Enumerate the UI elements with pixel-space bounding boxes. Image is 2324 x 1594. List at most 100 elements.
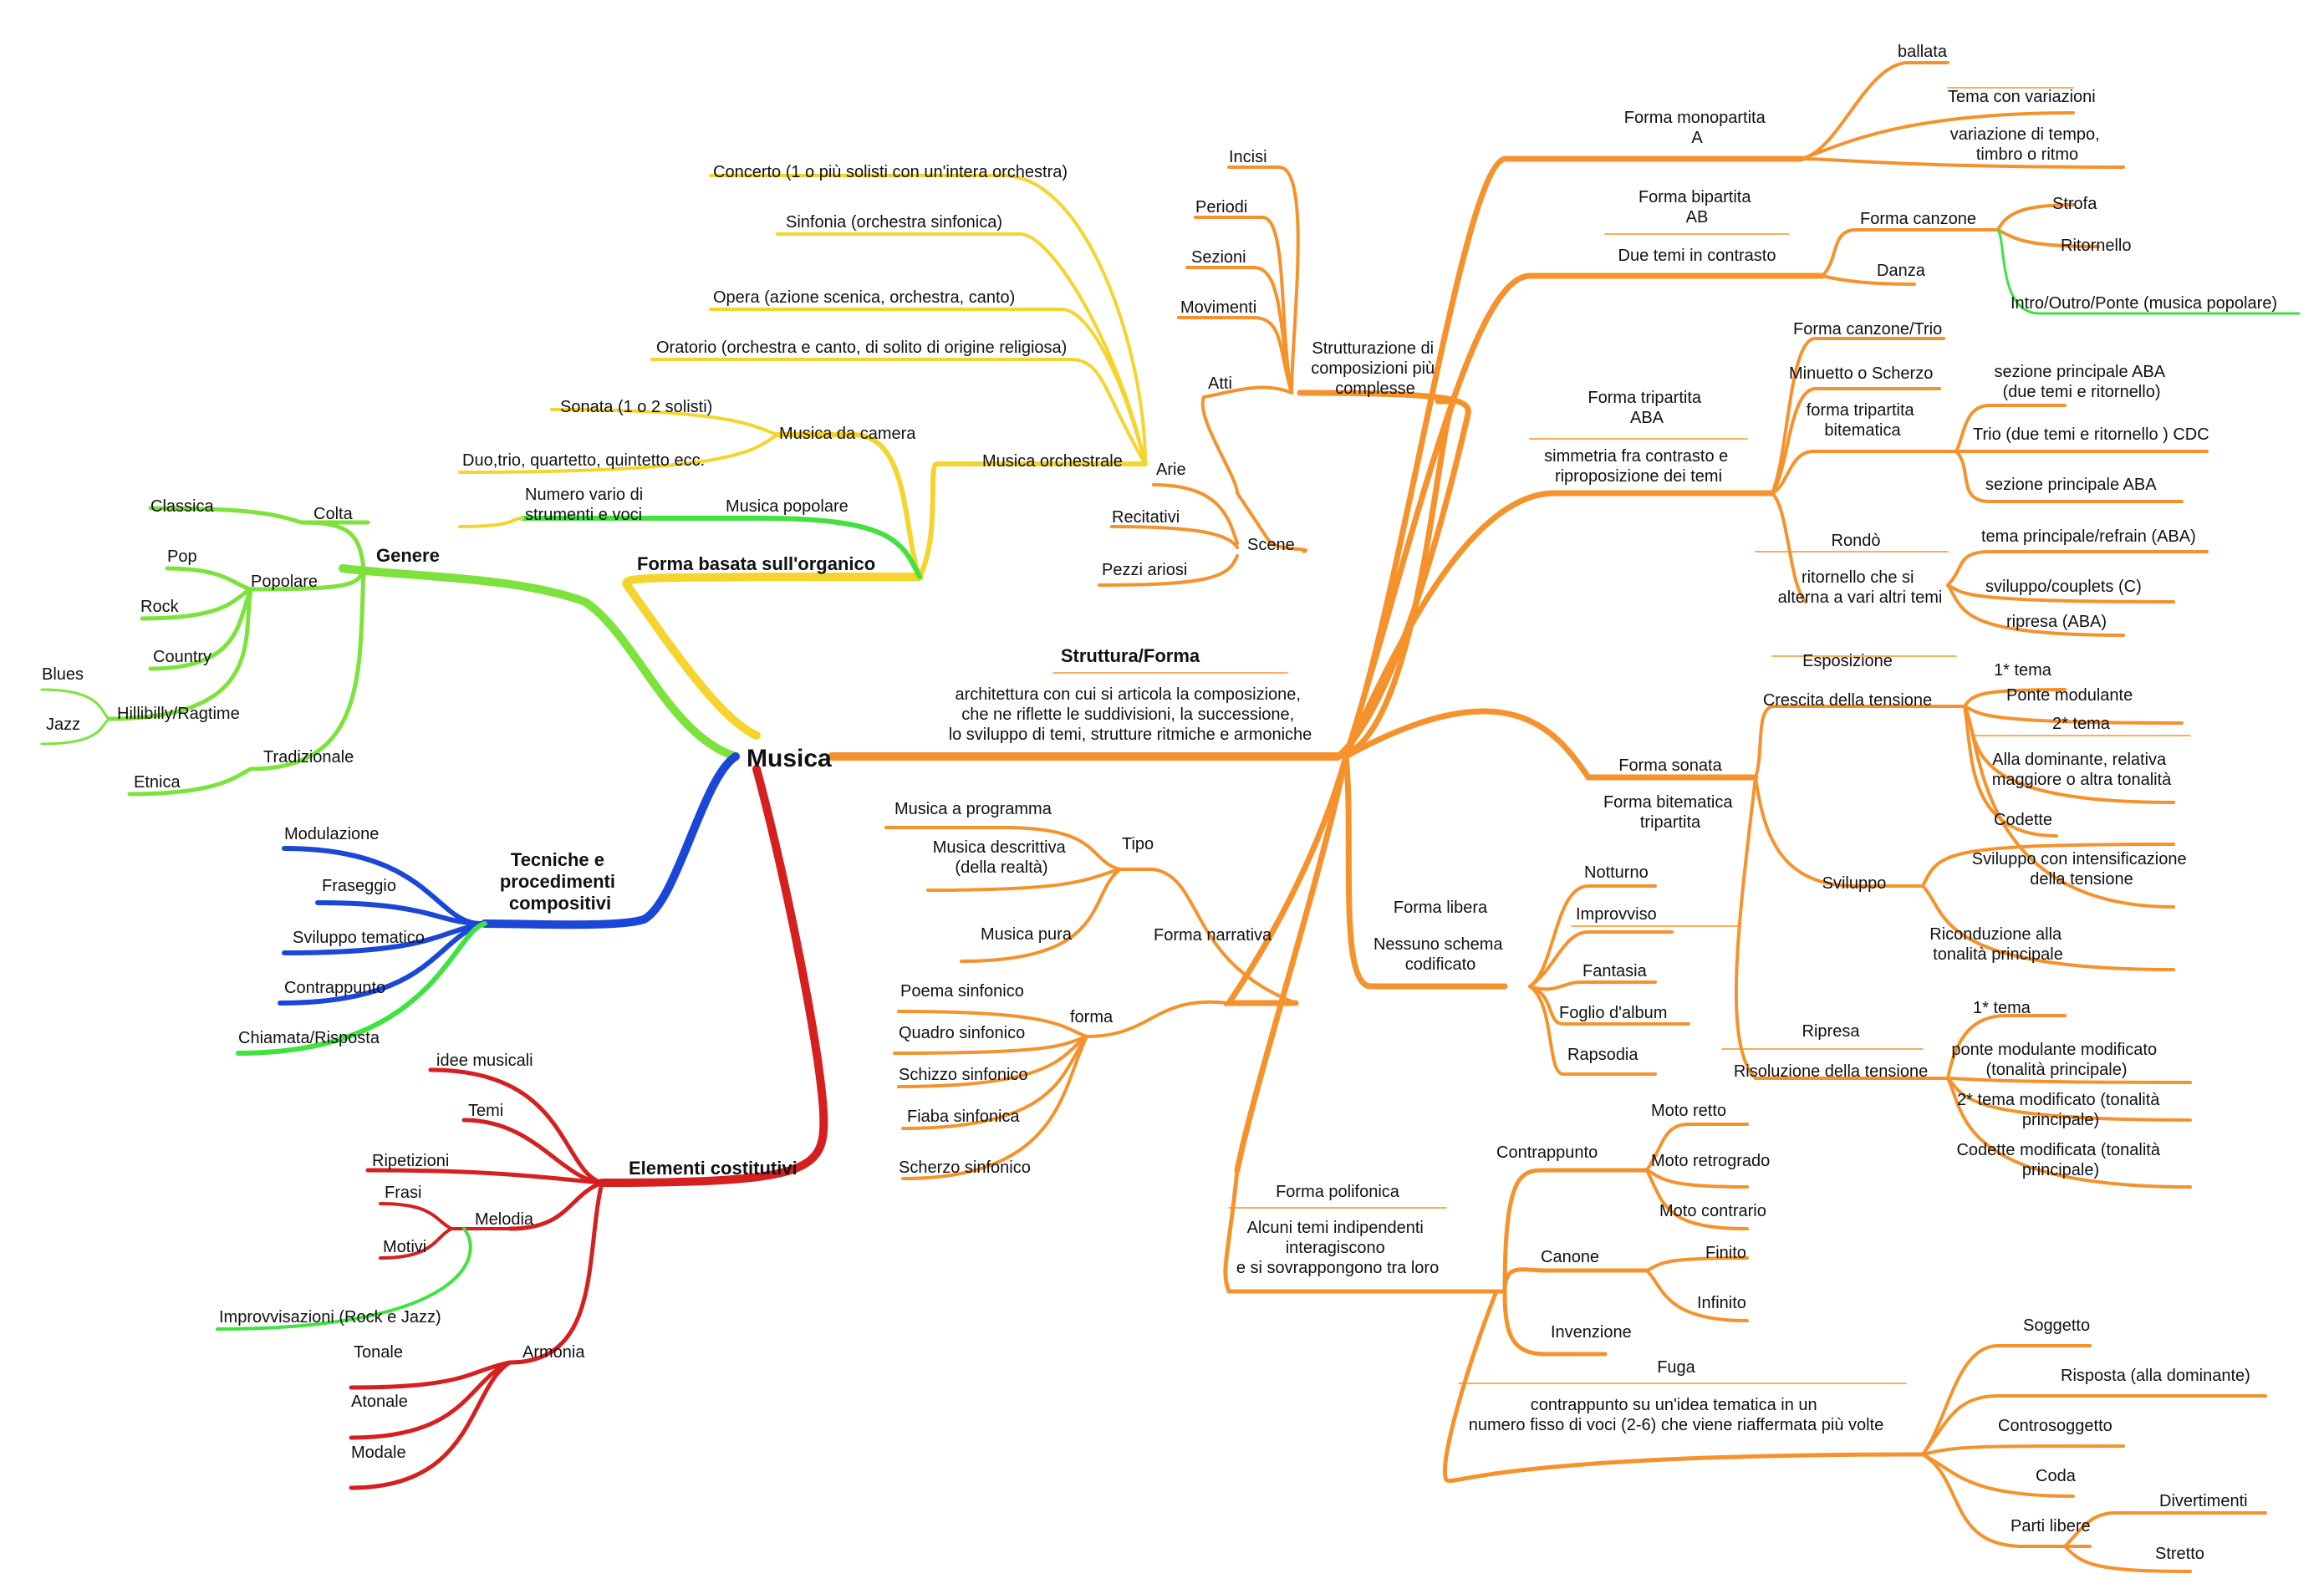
tonale-node[interactable]: Tonale [354,1343,403,1362]
sinfonia-node[interactable]: Sinfonia (orchestra sinfonica) [786,213,1002,232]
moto-contrario-node[interactable]: Moto contrario [1659,1202,1766,1220]
ripresa-node[interactable]: Ripresa [1802,1022,1861,1041]
monopartita-node[interactable]: Forma monopartita A [1624,109,1771,147]
variazione-node[interactable]: variazione di tempo, timbro o ritmo [1950,125,2105,164]
fuga-node[interactable]: Fuga [1657,1358,1695,1377]
sviluppo-tematico-node[interactable]: Sviluppo tematico [293,929,425,947]
rock-node[interactable]: Rock [140,598,180,616]
infinito-node[interactable]: Infinito [1697,1294,1746,1312]
frasi-node[interactable]: Frasi [385,1184,421,1202]
root-node[interactable]: Musica [747,745,832,772]
camera-node[interactable]: Musica da camera [779,425,916,443]
temi-node[interactable]: Temi [468,1102,503,1120]
sviluppo-intensificazione-node[interactable]: Sviluppo con intensificazione della tens… [1972,850,2191,889]
struttura-node[interactable]: Struttura/Forma [1061,645,1200,666]
pop-node[interactable]: Pop [167,547,197,566]
forma-canzone-node[interactable]: Forma canzone [1860,210,1976,228]
classica-node[interactable]: Classica [150,497,214,516]
risoluzione-node[interactable]: Risoluzione della tensione [1734,1062,1928,1081]
tema2-modificato-node[interactable]: 2* tema modificato (tonalità principale) [1957,1091,2164,1129]
contrappunto-node[interactable]: Contrappunto [1496,1143,1598,1162]
soggetto-node[interactable]: Soggetto [2023,1316,2090,1335]
pura-node[interactable]: Musica pura [981,925,1073,944]
bitematica-tripartita-node[interactable]: Forma bitematica tripartita [1603,793,1737,832]
tema-principale-node[interactable]: tema principale/refrain (ABA) [1981,527,2196,546]
arie-node[interactable]: Arie [1156,461,1186,479]
atti-node[interactable]: Atti [1208,374,1232,393]
risposta-node[interactable]: Risposta (alla dominante) [2061,1367,2250,1385]
periodi-node[interactable]: Periodi [1195,198,1247,216]
genere-node[interactable]: Genere [376,545,440,566]
rondo-node[interactable]: Rondò [1832,532,1881,550]
fraseggio-node[interactable]: Fraseggio [322,877,396,895]
colta-node[interactable]: Colta [313,505,354,523]
idee-node[interactable]: idee musicali [436,1052,533,1070]
forma-sonata-node[interactable]: Forma sonata [1618,756,1722,775]
scherzo-node[interactable]: Scherzo sinfonico [899,1159,1031,1177]
movimenti-node[interactable]: Movimenti [1180,298,1256,317]
finito-node[interactable]: Finito [1705,1244,1746,1262]
blues-node[interactable]: Blues [42,665,84,684]
rapsodia-node[interactable]: Rapsodia [1567,1046,1639,1064]
bitematica-node[interactable]: forma tripartita bitematica [1807,401,1919,440]
sonata-solisti-node[interactable]: Sonata (1 o 2 solisti) [560,398,712,416]
ballata-node[interactable]: ballata [1898,43,1948,61]
sviluppo-node[interactable]: Sviluppo [1822,874,1887,893]
scene-node[interactable]: Scene [1247,536,1295,554]
coda-node[interactable]: Coda [2036,1467,2077,1485]
canone-node[interactable]: Canone [1541,1248,1599,1266]
ripresa-tema1-node[interactable]: 1* tema [1973,999,2031,1017]
minuetto-node[interactable]: Minuetto o Scherzo [1789,364,1933,383]
country-node[interactable]: Country [153,648,212,666]
esposizione-node[interactable]: Esposizione [1802,652,1893,670]
etnica-node[interactable]: Etnica [134,773,181,792]
ripetizioni-node[interactable]: Ripetizioni [372,1152,449,1170]
foglio-album-node[interactable]: Foglio d'album [1559,1004,1667,1022]
musica-popolare-node[interactable]: Musica popolare [726,497,849,516]
ritornello-node[interactable]: Ritornello [2061,237,2131,255]
concerto-node[interactable]: Concerto (1 o più solisti con un'intera … [713,163,1068,181]
improvviso-node[interactable]: Improvviso [1576,905,1657,924]
forma-sub-node[interactable]: forma [1070,1008,1114,1026]
chiamata-risposta-node[interactable]: Chiamata/Risposta [238,1029,380,1047]
tipo-node[interactable]: Tipo [1122,835,1154,853]
quadro-node[interactable]: Quadro sinfonico [899,1024,1025,1042]
opera-node[interactable]: Opera (azione scenica, orchestra, canto) [713,288,1015,307]
tema2-node[interactable]: 2* tema [2052,715,2111,733]
recitativi-node[interactable]: Recitativi [1112,508,1180,527]
orchestrale-node[interactable]: Musica orchestrale [982,452,1123,471]
sezione-principale-2-node[interactable]: sezione principale ABA [1985,476,2157,494]
organico-node[interactable]: Forma basata sull'organico [637,553,875,574]
schizzo-node[interactable]: Schizzo sinfonico [899,1066,1028,1084]
moto-retto-node[interactable]: Moto retto [1651,1102,1726,1120]
modale-node[interactable]: Modale [351,1444,406,1462]
tecniche-node[interactable]: Tecniche e procedimenti compositivi [500,849,620,914]
melodia-node[interactable]: Melodia [475,1210,534,1229]
fiaba-node[interactable]: Fiaba sinfonica [907,1108,1020,1126]
bipartita-node[interactable]: Forma bipartita AB [1639,188,1756,227]
tripartita-node[interactable]: Forma tripartita ABA [1588,389,1705,427]
stretto-node[interactable]: Stretto [2155,1545,2204,1563]
notturno-node[interactable]: Notturno [1584,863,1649,882]
descrittiva-node[interactable]: Musica descrittiva (della realtà) [933,838,1071,877]
fantasia-node[interactable]: Fantasia [1582,962,1648,980]
forma-narrativa-node[interactable]: Forma narrativa [1154,926,1272,945]
crescita-node[interactable]: Crescita della tensione [1763,691,1932,710]
modulazione-node[interactable]: Modulazione [284,825,379,843]
contrappunto-tecnica-node[interactable]: Contrappunto [284,979,385,997]
armonia-node[interactable]: Armonia [522,1343,585,1362]
jazz-node[interactable]: Jazz [46,716,80,734]
danza-node[interactable]: Danza [1877,262,1926,280]
duo-trio-node[interactable]: Duo,trio, quartetto, quintetto ecc. [462,451,705,470]
parti-libere-node[interactable]: Parti libere [2011,1517,2091,1535]
divertimenti-node[interactable]: Divertimenti [2159,1492,2248,1510]
pezzi-ariosi-node[interactable]: Pezzi ariosi [1102,561,1187,579]
moto-retrogrado-node[interactable]: Moto retrogrado [1651,1152,1770,1170]
invenzione-node[interactable]: Invenzione [1551,1323,1632,1342]
forma-libera-node[interactable]: Forma libera [1394,899,1488,917]
ripresa-aba-node[interactable]: ripresa (ABA) [2006,613,2107,631]
programma-node[interactable]: Musica a programma [894,800,1052,818]
strofa-node[interactable]: Strofa [2052,195,2097,213]
numero-vario-node[interactable]: Numero vario di strumenti e voci [525,486,648,524]
improvvisazioni-node[interactable]: Improvvisazioni (Rock e Jazz) [219,1308,441,1327]
